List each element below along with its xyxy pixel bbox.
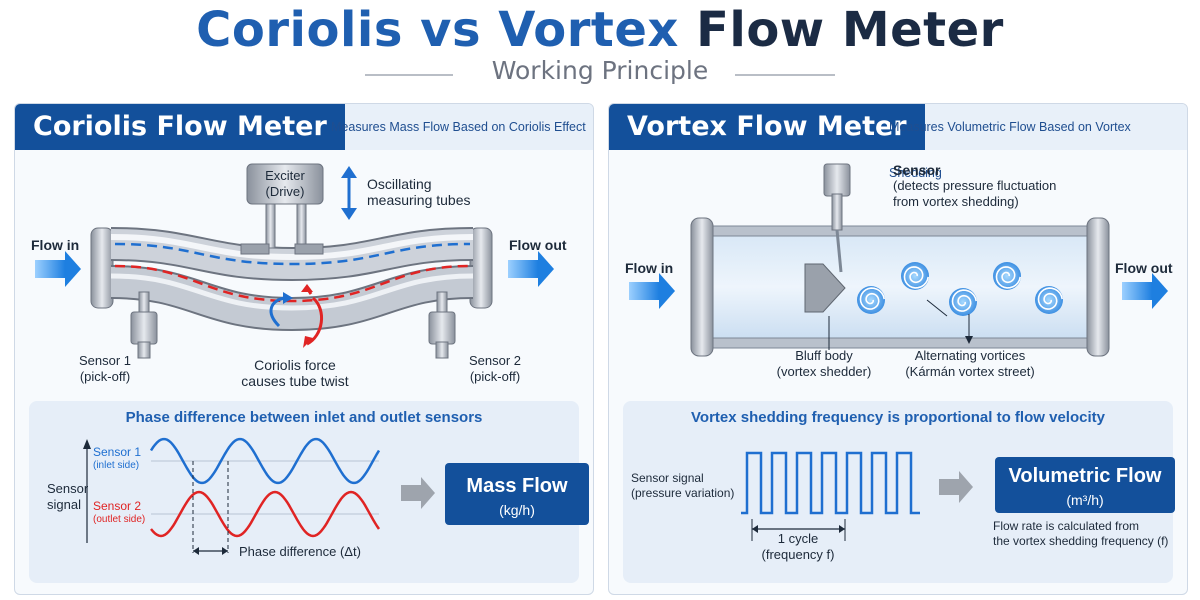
vortex-sensor <box>823 163 851 273</box>
frequency-result-arrow-icon <box>939 471 973 503</box>
bluff-body <box>804 263 846 313</box>
coriolis-blue-flow-line <box>114 242 471 266</box>
vortex-swirl-line <box>1037 287 1063 310</box>
phase-difference-label: Phase difference (Δt) <box>239 544 361 559</box>
frequency-title: Vortex shedding frequency is proportiona… <box>691 409 1105 426</box>
oscillating-arrow-icon <box>341 166 357 220</box>
vortex-flow-in-arrow <box>629 273 675 309</box>
phase-chart <box>83 437 435 555</box>
coriolis-header: Coriolis Flow Meter Measures Mass Flow B… <box>15 104 593 150</box>
oscillating-label: Oscillating measuring tubes <box>367 176 471 208</box>
coriolis-force-label: Coriolis force causes tube twist <box>241 357 349 389</box>
sensor1-label: Sensor 1 (pick-off) <box>78 353 132 384</box>
vortex-sensor-label: Sensor (detects pressure fluctuation fro… <box>893 162 1057 209</box>
vortex-panel: Vortex Flow Meter Measures Volumetric Fl… <box>608 103 1188 595</box>
bluff-body-label: Bluff body (vortex shedder) <box>776 348 872 379</box>
coriolis-phase-panel: Phase difference between inlet and outle… <box>29 401 589 583</box>
vortex-flow-out-label: Flow out <box>1115 260 1173 276</box>
exciter-drive <box>240 163 324 255</box>
coriolis-diagram <box>35 163 554 359</box>
volumetric-flow-result: Volumetric Flow (m³/h) <box>995 457 1175 513</box>
title-part1: Coriolis vs Vortex <box>196 2 679 58</box>
coriolis-panel: Coriolis Flow Meter Measures Mass Flow B… <box>14 103 594 595</box>
vortex-description: Measures Volumetric Flow Based on Vortex… <box>889 120 1131 180</box>
page-subtitle: Working Principle <box>491 56 709 85</box>
coriolis-inlet-flange <box>90 227 114 309</box>
coriolis-lower-tube <box>110 267 474 330</box>
exciter-label: Exciter (Drive) <box>265 168 305 199</box>
vortex-flow-in-label: Flow in <box>625 260 674 276</box>
phase-title: Phase difference between inlet and outle… <box>125 409 483 426</box>
vortex-street <box>857 262 1063 316</box>
vortex-pipe <box>704 231 1096 343</box>
pulse-signal <box>741 451 920 515</box>
sensor2-label: Sensor 2 (pick-off) <box>468 353 522 384</box>
sensor1-legend: Sensor 1 (inlet side) <box>93 445 142 471</box>
vortex-swirl-line <box>903 266 929 289</box>
vortex-frequency-panel: Vortex shedding frequency is proportiona… <box>623 401 1175 583</box>
coriolis-flow-in-arrow <box>35 251 81 287</box>
coriolis-twist-arrow-icon <box>269 284 323 348</box>
coriolis-red-flow-line <box>114 264 471 303</box>
title-part2: Flow Meter <box>696 2 1004 58</box>
sensor2-wave <box>150 490 381 538</box>
coriolis-flow-in-label: Flow in <box>31 237 80 253</box>
vortex-swirl-line <box>859 287 885 310</box>
sensor2-legend: Sensor 2 (outlet side) <box>93 499 146 525</box>
vortex-outlet-flange <box>1086 217 1110 357</box>
sensor-signal-label: Sensor signal <box>47 481 89 512</box>
frequency-chart <box>741 451 973 541</box>
coriolis-description: Measures Mass Flow Based on Coriolis Eff… <box>331 120 586 134</box>
sensor1-wave <box>149 437 381 485</box>
phase-result-arrow-icon <box>401 477 435 509</box>
vortex-swirl-line <box>995 266 1021 289</box>
coriolis-outlet-flange <box>469 227 493 309</box>
vortex-header: Vortex Flow Meter Measures Volumetric Fl… <box>609 104 1187 180</box>
vortex-diagram <box>629 163 1168 357</box>
vortex-swirl-line <box>951 289 977 312</box>
subtitle-left-rule <box>365 74 453 76</box>
cycle-label: 1 cycle (frequency f) <box>761 531 835 562</box>
coriolis-flow-out-arrow <box>508 251 554 287</box>
subtitle-right-rule <box>735 74 835 76</box>
mass-flow-result: Mass Flow (kg/h) <box>445 463 589 525</box>
vortex-inlet-flange <box>690 217 714 357</box>
flow-rate-note: Flow rate is calculated from the vortex … <box>993 519 1169 548</box>
vortex-flow-out-arrow <box>1122 273 1168 309</box>
sensor1-pickoff <box>130 291 158 359</box>
sensor2-pickoff <box>428 291 456 359</box>
vortex-sensor-signal-label: Sensor signal (pressure variation) <box>631 471 735 500</box>
coriolis-title: Coriolis Flow Meter <box>15 104 345 150</box>
vortices-label: Alternating vortices (Kármán vortex stre… <box>905 348 1035 379</box>
coriolis-flow-out-label: Flow out <box>509 237 567 253</box>
page-title: Coriolis vs Vortex Flow Meter <box>0 2 1200 58</box>
vortex-title: Vortex Flow Meter <box>609 104 925 150</box>
